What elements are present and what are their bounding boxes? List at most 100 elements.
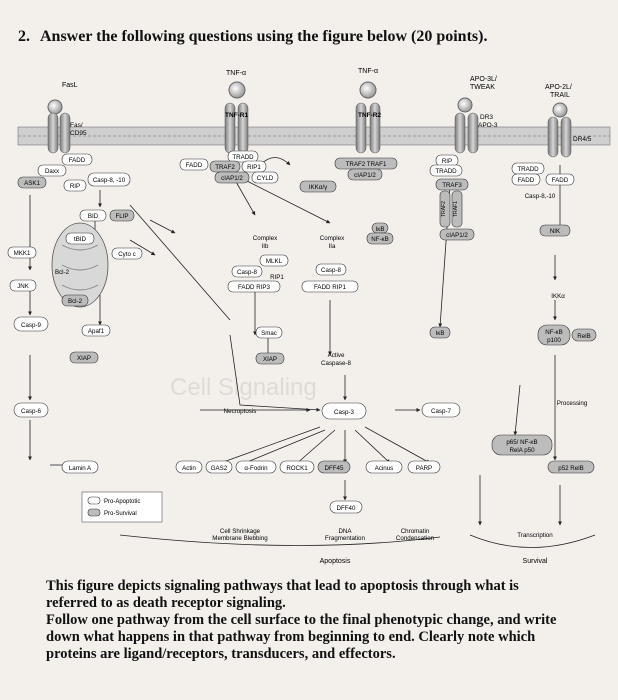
- dr3-label-2: APO-3: [478, 122, 498, 129]
- apo2l-label-2: TRAIL: [550, 92, 570, 99]
- tnf-label-1: TNF-α: [226, 70, 246, 77]
- node-traf1-vertical: TRAF1: [453, 201, 459, 217]
- node-ikk: IKKα/γ: [309, 184, 328, 191]
- node-gas2: GAS2: [211, 465, 228, 472]
- outcome-chromatin-2: Condensation: [396, 535, 435, 542]
- node-xiap-1: XIAP: [77, 355, 91, 362]
- caption-line-5: proteins are ligand/receptors, transduce…: [46, 646, 396, 662]
- node-p52-relb: p52 RelB: [558, 465, 583, 472]
- fasl-ligand-icon: [47, 99, 63, 115]
- node-casp6: Casp-6: [21, 408, 42, 415]
- node-actin: Actin: [182, 465, 196, 472]
- node-rip1-b: RIP1: [270, 274, 284, 281]
- signaling-nodes: FADD Daxx ASK1 RIP Casp-8, -10 BID FLIP …: [7, 150, 597, 514]
- node-traf2-1: TRAF2: [215, 164, 235, 171]
- dr3-label-1: DR3: [480, 114, 493, 121]
- node-ikb-2: IκB: [436, 330, 445, 337]
- apo2l-ligand-icon: [552, 102, 568, 118]
- outcome-transcription: Transcription: [517, 532, 553, 539]
- node-smac: Smac: [261, 330, 277, 337]
- question-text: Answer the following questions using the…: [40, 28, 488, 45]
- legend-pro-apoptotic: Pro-Apoptotic: [104, 499, 140, 505]
- tnf-ligand-1-icon: [228, 81, 246, 99]
- fas-label-1: Fas/: [70, 122, 83, 129]
- node-fadd-rip3: FADD RIP3: [238, 284, 271, 291]
- question-caption: This figure depicts signaling pathways t…: [46, 578, 611, 663]
- tnf-ligand-2-icon: [359, 81, 377, 99]
- node-rip: RIP: [70, 183, 80, 190]
- node-flip: FLIP: [115, 213, 128, 220]
- node-bid: BID: [88, 213, 99, 220]
- node-dff45: DFF45: [325, 465, 344, 472]
- node-nfkb-p100-1: NF-κB: [545, 329, 563, 336]
- receptors: Fas/ CD95 TNF-R1 TNF-R2 DR3 APO-3 DR4/5: [47, 102, 592, 158]
- node-casp7: Casp-7: [431, 408, 452, 415]
- node-daxx: Daxx: [45, 168, 60, 175]
- legend-pro-survival: Pro-Survival: [104, 511, 137, 517]
- outcome-dna-frag-2: Fragmentation: [325, 535, 365, 542]
- node-processing: Processing: [557, 400, 588, 407]
- pathway-arrows: [28, 157, 596, 548]
- node-ciap12-1: cIAP1/2: [221, 175, 243, 182]
- node-casp8-a: Casp-8: [237, 269, 258, 276]
- tnfr2-label: TNF-R2: [358, 112, 381, 119]
- node-casp810-b: Casp-8,-10: [525, 193, 556, 200]
- node-nfkb: NF-κB: [371, 236, 389, 243]
- fasl-label: FasL: [62, 82, 78, 89]
- node-fadd-rip1: FADD RIP1: [314, 284, 347, 291]
- node-xiap-2: XIAP: [263, 356, 277, 363]
- node-fadd-3: FADD: [518, 177, 535, 184]
- node-cyld: CYLD: [257, 175, 274, 182]
- node-ask1: ASK1: [24, 180, 40, 187]
- cell-membrane: [17, 126, 611, 146]
- caption-line-1: This figure depicts signaling pathways t…: [46, 578, 519, 594]
- node-fodrin: α-Fodrin: [244, 465, 268, 472]
- node-fadd-2: FADD: [186, 162, 203, 169]
- node-tradd-2: TRADD: [435, 168, 457, 175]
- node-bcl2-b: Bcl-2: [68, 298, 83, 305]
- node-complex-iib-2: IIb: [262, 243, 269, 250]
- caption-line-3: Follow one pathway from the cell surface…: [46, 612, 557, 628]
- node-tradd-3: TRADD: [517, 166, 539, 173]
- outcome-cell-shrinkage-2: Membrane Blebbing: [212, 535, 268, 542]
- node-complex-iia-2: IIa: [329, 243, 336, 250]
- outcome-chromatin-1: Chromatin: [401, 528, 430, 535]
- dr45-label: DR4/5: [573, 136, 592, 143]
- apo3l-label-1: APO-3L/: [470, 76, 497, 83]
- question-title: 2. Answer the following questions using t…: [18, 28, 608, 46]
- apo2l-label-1: APO-2L/: [545, 84, 572, 91]
- node-rip1: RIP1: [247, 164, 261, 171]
- apo3l-ligand-icon: [457, 97, 473, 113]
- node-traf2-traf1: TRAF2 TRAF1: [346, 161, 387, 168]
- node-jnk: JNK: [17, 283, 30, 290]
- node-ikb: IκB: [376, 226, 385, 233]
- node-cytoc: Cyto c: [118, 251, 136, 258]
- node-casp810-a: Casp-8, -10: [93, 177, 126, 184]
- node-tbid: tBID: [74, 236, 87, 243]
- outcome-survival: Survival: [523, 558, 548, 565]
- ligands: FasL TNF-α TNF-α APO-3L/ TWEAK APO-2L/ T…: [47, 68, 572, 118]
- node-traf2-vertical: TRAF2: [441, 201, 447, 217]
- node-casp8-b: Casp-8: [321, 267, 342, 274]
- outcome-apoptosis: Apoptosis: [320, 558, 351, 565]
- node-p65-p50-1: p65/ NF-κB: [506, 439, 537, 446]
- node-lamin-a: Lamin A: [69, 465, 92, 472]
- node-ikka: IKKα: [551, 293, 565, 300]
- node-acinus: Acinus: [375, 465, 394, 472]
- node-traf3: TRAF3: [442, 182, 462, 189]
- node-rock1: ROCK1: [286, 465, 308, 472]
- cellular-outcomes: Cell Shrinkage Membrane Blebbing DNA Fra…: [212, 528, 553, 565]
- legend-pro-survival-swatch: [87, 508, 101, 517]
- node-complex-iia-1: Complex: [320, 235, 345, 242]
- question-number: 2.: [18, 28, 30, 45]
- mitochondrion-icon: [51, 222, 109, 308]
- tnfr1-label: TNF-R1: [225, 112, 248, 119]
- death-receptor-pathway-figure: Cell Signaling FasL TNF-α TNF-α APO-3L/ …: [7, 68, 611, 565]
- node-tradd-1: TRADD: [232, 154, 254, 161]
- apo3l-label-2: TWEAK: [470, 84, 495, 91]
- node-fadd-4: FADD: [552, 177, 569, 184]
- node-necroptosis: Necroptosis: [224, 408, 257, 415]
- outcome-dna-frag-1: DNA: [338, 528, 352, 535]
- legend-pro-apoptotic-swatch: [87, 496, 101, 505]
- node-ciap12-3: cIAP1/2: [446, 232, 468, 239]
